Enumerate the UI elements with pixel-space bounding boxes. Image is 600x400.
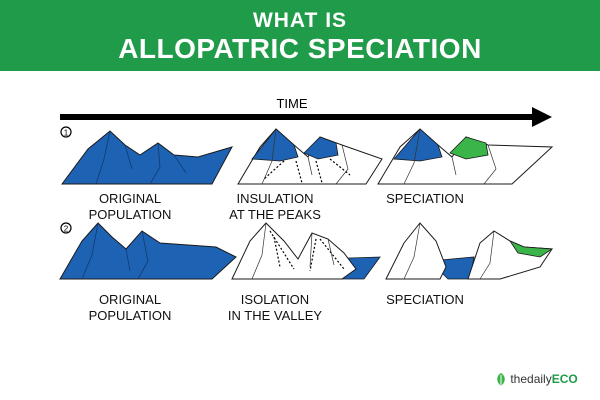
mountain-row1-speciation (377, 128, 554, 185)
caption-line: AT THE PEAKS (229, 207, 321, 222)
title-line-1: WHAT IS (252, 9, 348, 32)
brand-logo: thedailyECO (495, 372, 578, 388)
caption-line: ORIGINAL (98, 191, 162, 206)
brand-suffix: ECO (551, 372, 578, 387)
time-label: TIME (276, 96, 307, 111)
leaf-icon (497, 373, 505, 387)
row-marker-1-text: 1 (64, 129, 69, 138)
row-marker-1: 1 (60, 126, 72, 138)
caption-line: ISOLATION (240, 292, 310, 307)
mountain-row1-original (61, 130, 234, 185)
title-banner: WHAT IS ALLOPATRIC SPECIATION (0, 0, 600, 71)
caption-line: INSULATION (236, 191, 314, 206)
caption-row2-speciation: SPECIATION (380, 292, 470, 308)
mountain-row2-speciation (385, 222, 554, 280)
title-line-2: ALLOPATRIC SPECIATION (118, 33, 482, 64)
caption-line: POPULATION (88, 207, 172, 222)
caption-line: ORIGINAL (98, 292, 162, 307)
mountain-row1-insulation (237, 128, 383, 185)
caption-line: SPECIATION (386, 292, 464, 307)
time-arrow (60, 107, 552, 127)
caption-line: POPULATION (88, 308, 172, 323)
caption-row1-insulation: INSULATION AT THE PEAKS (222, 191, 328, 223)
caption-row1-original: ORIGINAL POPULATION (85, 191, 175, 223)
caption-row1-speciation: SPECIATION (380, 191, 470, 207)
mountain-row2-isolation (231, 222, 381, 280)
caption-line: IN THE VALLEY (227, 308, 323, 323)
row-marker-2-text: 2 (64, 225, 69, 234)
caption-row2-original: ORIGINAL POPULATION (85, 292, 175, 324)
brand-prefix: thedaily (510, 372, 552, 387)
speciation-diagram: TIME 1 2 (59, 96, 554, 280)
caption-row2-isolation: ISOLATION IN THE VALLEY (222, 292, 328, 324)
caption-line: SPECIATION (386, 191, 464, 206)
row-marker-2: 2 (60, 222, 72, 234)
mountain-row2-original (59, 222, 237, 280)
